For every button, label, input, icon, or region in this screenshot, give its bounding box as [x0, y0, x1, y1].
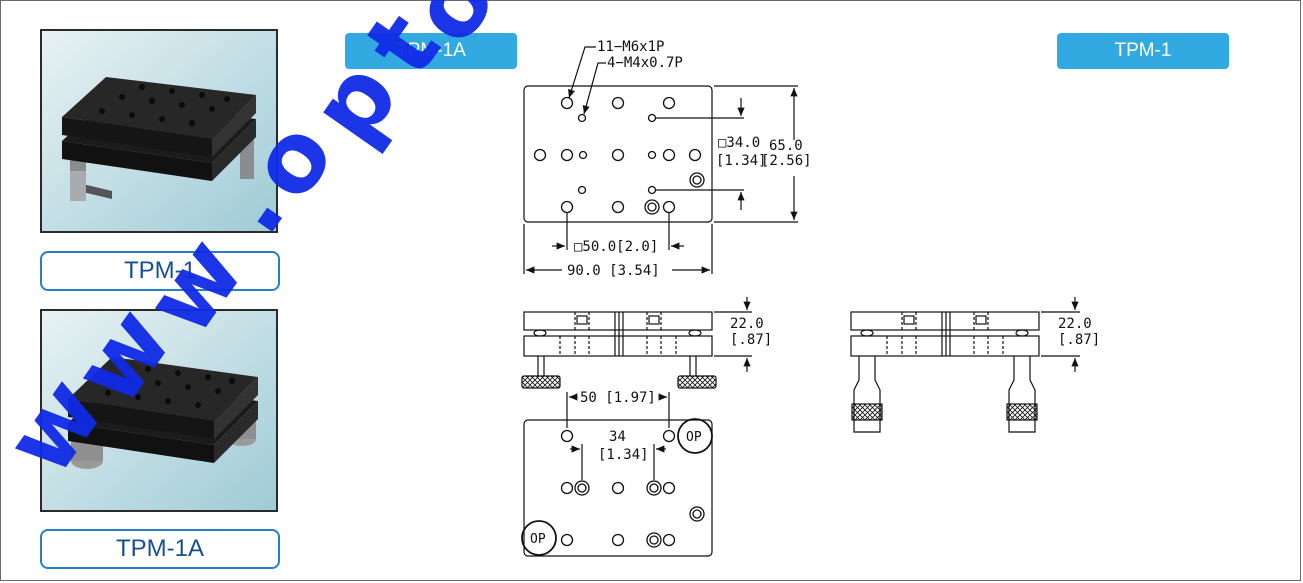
dim-22-mm-1a: 22.0 — [730, 316, 764, 332]
bottom-view — [521, 392, 713, 557]
dim-22-mm-1: 22.0 — [1058, 316, 1092, 332]
callout-m4: 4−M4x0.7P — [607, 55, 683, 71]
dim-50: □50.0[2.0] — [574, 239, 658, 255]
dim-34-in: [1.34] — [716, 153, 767, 169]
op-label-bottom: OP — [530, 532, 546, 547]
side-view-tpm-1a — [521, 297, 752, 389]
dim-50-bottom: 50 [1.97] — [580, 390, 656, 406]
product-photo-tpm-1a — [40, 309, 278, 512]
dim-22-in-1a: [.87] — [730, 332, 772, 348]
dim-65-mm: 65.0 — [769, 138, 803, 154]
dim-65-in: [2.56] — [761, 153, 812, 169]
drawing-tag-left-text: TPM-1A — [396, 40, 466, 61]
caption-tpm-1: TPM-1 — [40, 251, 280, 291]
drawing-tag-right: TPM-1 — [1057, 33, 1229, 69]
top-view — [523, 46, 798, 274]
dim-22-in-1: [.87] — [1058, 332, 1100, 348]
drawing-tag-left: TPM-1A — [345, 33, 517, 69]
dim-34-bottom-in: [1.34] — [598, 447, 649, 463]
caption-tpm-1-text: TPM-1 — [124, 257, 196, 284]
caption-tpm-1a-text: TPM-1A — [115, 535, 204, 562]
side-view-tpm-1 — [850, 297, 1080, 433]
drawing-tag-right-text: TPM-1 — [1114, 40, 1172, 61]
dim-34-mm: □34.0 — [718, 135, 760, 151]
dim-34-bottom-mm: 34 — [609, 429, 626, 445]
callout-m6: 11−M6x1P — [597, 39, 664, 55]
dim-90: 90.0 [3.54] — [567, 263, 660, 279]
caption-tpm-1a: TPM-1A — [40, 529, 280, 569]
op-label-top: OP — [686, 430, 702, 445]
product-photo-tpm-1 — [40, 29, 278, 233]
